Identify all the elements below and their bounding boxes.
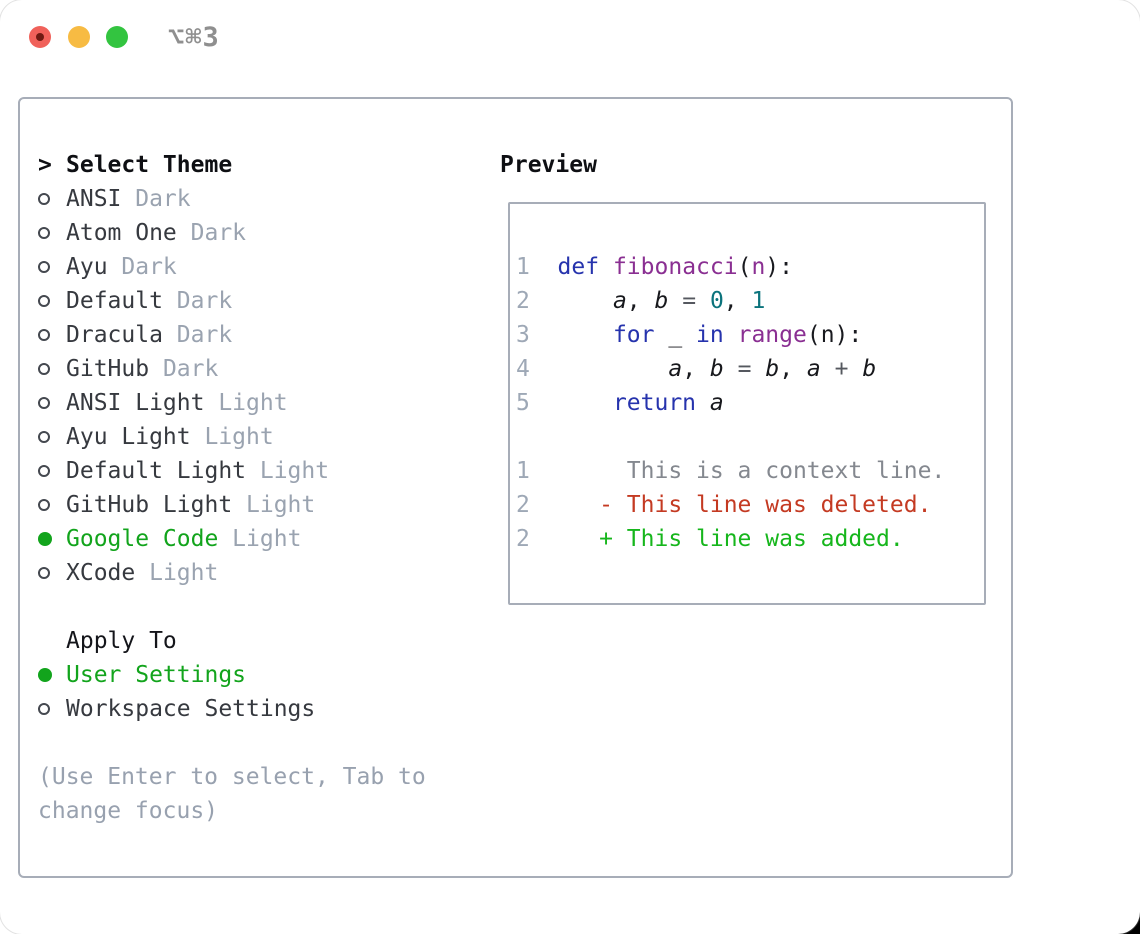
zoom-button[interactable] bbox=[106, 26, 128, 48]
code-line: 3 for _ in range(n): bbox=[516, 322, 863, 348]
option-label: Atom One bbox=[66, 220, 177, 246]
minimize-button[interactable] bbox=[68, 26, 90, 48]
theme-option-dracula[interactable]: Dracula Dark bbox=[38, 318, 498, 352]
option-label: Default Light bbox=[66, 458, 247, 484]
option-variant-label: Dark bbox=[149, 356, 219, 382]
theme-option-ayu-light[interactable]: Ayu Light Light bbox=[38, 420, 498, 454]
option-variant-label: Dark bbox=[107, 254, 177, 280]
radio-selected-icon bbox=[38, 658, 66, 692]
option-label: ANSI bbox=[66, 186, 122, 212]
select-theme-title: Select Theme bbox=[66, 152, 233, 178]
theme-option-default-light[interactable]: Default Light Light bbox=[38, 454, 498, 488]
option-variant-label: Light bbox=[218, 526, 302, 552]
radio-unselected-icon bbox=[38, 420, 66, 454]
option-variant-label: Light bbox=[135, 560, 219, 586]
option-label: Ayu Light bbox=[66, 424, 191, 450]
radio-unselected-icon bbox=[38, 318, 66, 352]
radio-unselected-icon bbox=[38, 216, 66, 250]
radio-selected-icon bbox=[38, 522, 66, 556]
option-variant-label: Light bbox=[232, 492, 316, 518]
option-label: XCode bbox=[66, 560, 136, 586]
radio-unselected-icon bbox=[38, 556, 66, 590]
code-line: 1 This is a context line. bbox=[516, 458, 946, 484]
option-label: User Settings bbox=[66, 662, 247, 688]
theme-option-xcode[interactable]: XCode Light bbox=[38, 556, 498, 590]
window-title: ⌥⌘3 bbox=[168, 22, 220, 53]
radio-unselected-icon bbox=[38, 454, 66, 488]
radio-unselected-icon bbox=[38, 386, 66, 420]
apply-option-user-settings[interactable]: User Settings bbox=[38, 658, 498, 692]
radio-unselected-icon bbox=[38, 182, 66, 216]
code-line: 1 def fibonacci(n): bbox=[516, 254, 793, 280]
preview-title: Preview bbox=[500, 152, 597, 178]
theme-option-atom-one[interactable]: Atom One Dark bbox=[38, 216, 498, 250]
theme-option-ansi[interactable]: ANSI Dark bbox=[38, 182, 498, 216]
option-label: Ayu bbox=[66, 254, 108, 280]
code-line: 2 + This line was added. bbox=[516, 526, 904, 552]
theme-option-github-light[interactable]: GitHub Light Light bbox=[38, 488, 498, 522]
theme-option-ayu[interactable]: Ayu Dark bbox=[38, 250, 498, 284]
close-button[interactable] bbox=[29, 26, 51, 48]
apply-option-workspace-settings[interactable]: Workspace Settings bbox=[38, 692, 498, 726]
apply-to-marker-space bbox=[38, 624, 66, 658]
radio-unselected-icon bbox=[38, 250, 66, 284]
theme-option-default[interactable]: Default Dark bbox=[38, 284, 498, 318]
theme-option-google-code[interactable]: Google Code Light bbox=[38, 522, 498, 556]
apply-to-title: Apply To bbox=[66, 628, 177, 654]
option-variant-label: Light bbox=[204, 390, 288, 416]
option-variant-label: Dark bbox=[176, 220, 247, 246]
code-line bbox=[516, 420, 984, 454]
spacer bbox=[38, 590, 498, 624]
theme-option-ansi-light[interactable]: ANSI Light Light bbox=[38, 386, 498, 420]
code-line: 2 - This line was deleted. bbox=[516, 492, 932, 518]
code-line: 4 a, b = b, a + b bbox=[516, 356, 877, 382]
option-label: Workspace Settings bbox=[66, 696, 316, 722]
preview-pane: 1 def fibonacci(n): 2 a, b = 0, 1 3 for _ … bbox=[508, 202, 986, 605]
radio-unselected-icon bbox=[38, 284, 66, 318]
option-variant-label: Light bbox=[190, 424, 274, 450]
radio-unselected-icon bbox=[38, 352, 66, 386]
option-variant-label: Dark bbox=[162, 322, 233, 348]
option-label: ANSI Light bbox=[66, 390, 205, 416]
selection-prompt-icon: > bbox=[38, 152, 52, 178]
option-label: GitHub Light bbox=[66, 492, 233, 518]
option-variant-label: Dark bbox=[121, 186, 191, 212]
option-label: Google Code bbox=[66, 526, 219, 552]
code-line: 2 a, b = 0, 1 bbox=[516, 288, 766, 314]
window-titlebar: ⌥⌘3 bbox=[0, 0, 1140, 74]
option-label: GitHub bbox=[66, 356, 150, 382]
code-preview: 1 def fibonacci(n): 2 a, b = 0, 1 3 for _ … bbox=[510, 204, 984, 556]
theme-option-github[interactable]: GitHub Dark bbox=[38, 352, 498, 386]
apply-to-header: Apply To bbox=[38, 624, 498, 658]
radio-unselected-icon bbox=[38, 488, 66, 522]
select-theme-header: > Select Theme bbox=[38, 148, 498, 182]
option-label: Dracula bbox=[66, 322, 163, 348]
hint-text-line-2: change focus) bbox=[38, 798, 219, 824]
radio-unselected-icon bbox=[38, 692, 66, 726]
option-label: Default bbox=[66, 288, 163, 314]
code-line: 5 return a bbox=[516, 390, 724, 416]
hint-text-line-1: (Use Enter to select, Tab to bbox=[38, 764, 426, 790]
spacer bbox=[38, 726, 498, 760]
option-variant-label: Dark bbox=[162, 288, 233, 314]
option-variant-label: Light bbox=[246, 458, 330, 484]
